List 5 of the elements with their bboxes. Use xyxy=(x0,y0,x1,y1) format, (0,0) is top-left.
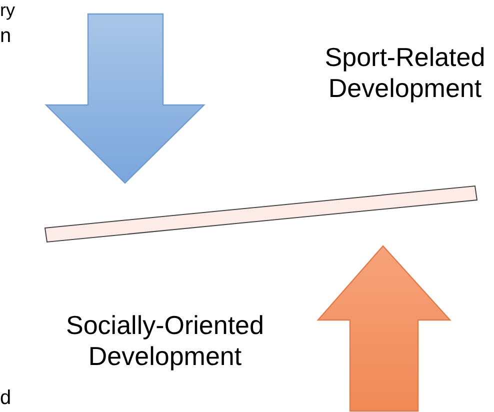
caption-text: Sport-Related Development xyxy=(324,42,486,104)
text-fragment: n xyxy=(0,24,12,48)
text-fragment: ry xyxy=(0,0,16,22)
caption-text: Socially-Oriented Development xyxy=(65,310,265,372)
text-fragment: d xyxy=(0,386,12,410)
